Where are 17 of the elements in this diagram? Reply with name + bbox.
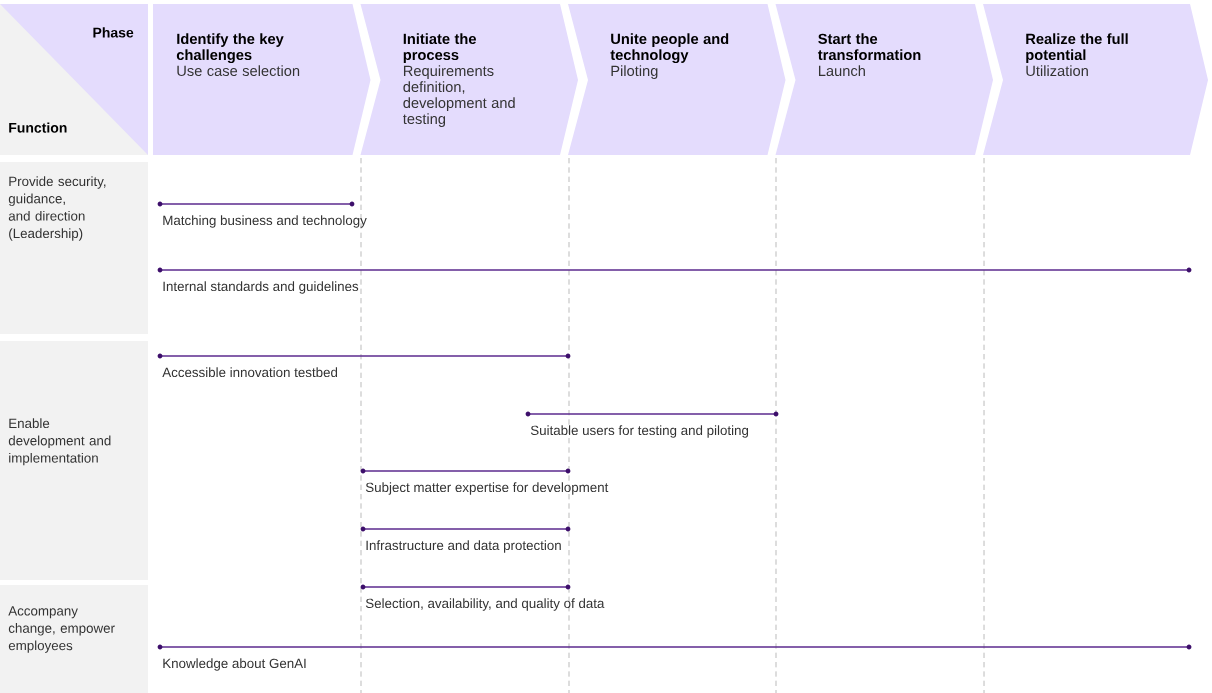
function-row: Provide security, guidance, and direction (Leadership) [0, 162, 148, 334]
bar-label: Matching business and technology [163, 215, 367, 228]
function-row: Accompany change, empower employees [0, 585, 148, 693]
bar-label: Subject matter expertise for development [365, 482, 609, 495]
phase-header: Identify the key challenges Use case selection [153, 4, 371, 155]
phase-header: Unite people and technology Piloting [568, 4, 786, 155]
bar-label: Accessible innovation testbed [162, 367, 338, 378]
phase-header: Start the transformation Launch [775, 4, 993, 155]
bar-label: Selection, availability, and quality of data [365, 598, 605, 611]
bar-label: Suitable users for testing and piloting [530, 425, 749, 438]
bar-label: Internal standards and guidelines [163, 281, 359, 294]
header-corner: Phase Function [0, 4, 148, 155]
phase-header: Realize the full potential Utilization [983, 4, 1208, 155]
bar-label: Knowledge about GenAI [163, 658, 306, 671]
function-row: Enable development and implementation [0, 341, 148, 580]
phase-header: Initiate the process Requirements definition, development and testing [360, 4, 578, 155]
bar-label: Infrastructure and data protection [366, 540, 561, 553]
